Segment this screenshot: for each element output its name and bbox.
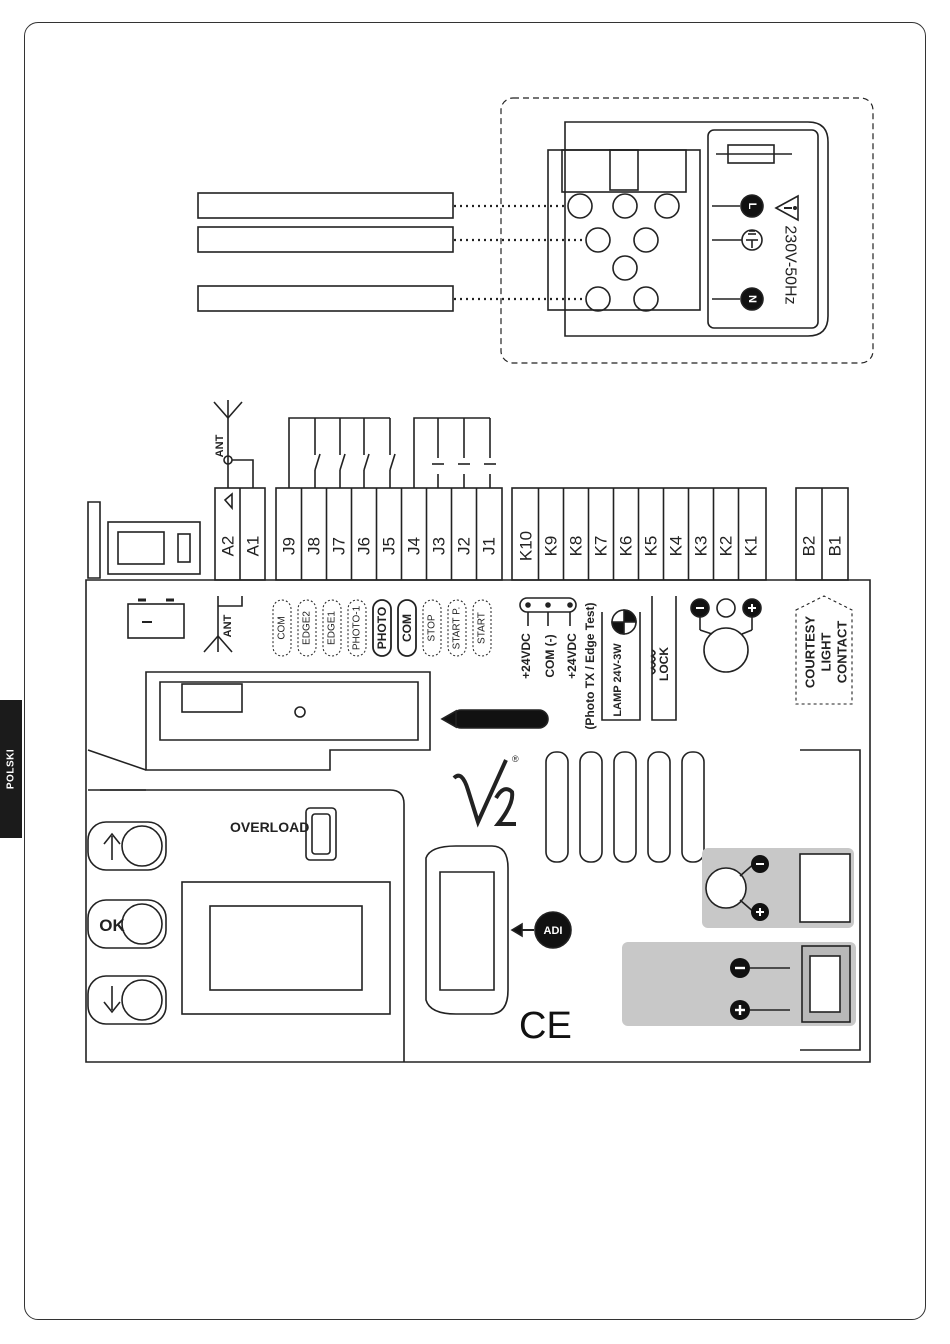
screw-spare-bottom [634, 287, 658, 311]
terminal-j6: J6 [355, 537, 374, 555]
input-label: START [477, 612, 488, 644]
input-label: PHOTO-1 [352, 605, 363, 650]
power-outputs [520, 598, 576, 626]
courtesy-label-3: CONTACT [835, 621, 850, 684]
terminal-b2: B2 [800, 536, 819, 557]
ok-button-label: OK [99, 916, 125, 935]
battery-icon [128, 604, 184, 638]
terminal-clip [562, 150, 686, 192]
phase-label: L [746, 203, 758, 210]
neutral-label: N [746, 295, 758, 303]
terminal-k9: K9 [542, 536, 561, 557]
button-up[interactable] [88, 822, 166, 870]
terminal-j4: J4 [405, 537, 424, 555]
terminal-k10: K10 [517, 531, 536, 561]
antenna-board-label: ANT [222, 614, 234, 637]
terminal-b1: B1 [826, 536, 845, 557]
wire-label-box-earth [198, 227, 453, 252]
courtesy-label-2: LIGHT [819, 632, 834, 671]
battery-input-panel [622, 942, 856, 1026]
flashing-light-panel [702, 848, 854, 928]
terminal-clip-tab [610, 150, 638, 190]
terminal-block [548, 150, 700, 310]
lcd-display [182, 882, 390, 1014]
mains-voltage-label: 230V-50Hz [782, 225, 799, 304]
logo-registered-mark: ® [512, 754, 519, 764]
input-label: EDGE2 [302, 611, 313, 645]
lamp-label: LAMP 24V-3W [612, 643, 624, 717]
wire-label-box-neutral [198, 286, 453, 311]
button-down[interactable] [88, 976, 166, 1024]
adi-connector [426, 846, 508, 1014]
screw-earth [586, 228, 610, 252]
terminal-a1: A1 [244, 536, 263, 557]
terminal-k4: K4 [667, 536, 686, 557]
wire-label-box-phase [198, 193, 453, 218]
screw-earth-top [613, 194, 637, 218]
input-label-pills: COM EDGE2 EDGE1 PHOTO-1 PHOTO COM STOP START P.… [273, 600, 491, 656]
motor-icon [704, 628, 748, 672]
input-label: START P. [452, 607, 463, 650]
screw-neutral [586, 287, 610, 311]
power-label-com: COM (-) [543, 634, 557, 677]
terminal-k8: K8 [567, 536, 586, 557]
terminal-k7: K7 [592, 536, 611, 557]
terminal-k6: K6 [617, 536, 636, 557]
power-label-24vdc-test: +24VDC [565, 633, 579, 679]
input-label: PHOTO [375, 607, 389, 649]
screw-spare-mid [634, 228, 658, 252]
terminal-j3: J3 [430, 537, 449, 555]
input-contacts-wiring [289, 418, 496, 488]
terminal-j2: J2 [455, 537, 474, 555]
adi-label: ADI [544, 925, 563, 937]
receiver-slot [88, 672, 430, 790]
input-label: COM [400, 614, 414, 642]
overload-led [306, 808, 336, 860]
board-antenna: ANT [204, 596, 242, 652]
terminal-labels: A2 A1 J9 J8 J7 J6 J5 J4 J3 J2 J1 K10 K9 K8 K7 K6 K5 K4 K3 K… [219, 488, 845, 580]
screw-spare-top [655, 194, 679, 218]
antenna-top-label: ANT [214, 434, 226, 457]
terminal-j1: J1 [480, 537, 499, 555]
ce-mark: CE [519, 1005, 572, 1047]
terminal-k3: K3 [692, 536, 711, 557]
screw-phase [568, 194, 592, 218]
lock-label: LOCK [657, 647, 671, 681]
input-label: STOP [427, 614, 438, 641]
battery-connector [108, 522, 200, 574]
warning-triangle-icon [776, 196, 798, 220]
earth-icon [742, 230, 762, 250]
screw-earth-bottom [613, 256, 637, 280]
antenna-top: ANT [214, 400, 253, 488]
terminal-block-j [276, 488, 502, 580]
terminal-j5: J5 [380, 537, 399, 555]
terminal-j9: J9 [280, 537, 299, 555]
mains-connector-section: L N 230V-50Hz [198, 98, 873, 363]
input-label: EDGE1 [327, 611, 338, 645]
terminal-k2: K2 [717, 536, 736, 557]
terminal-a2: A2 [219, 536, 238, 557]
heatsink [546, 752, 704, 862]
terminal-k5: K5 [642, 536, 661, 557]
terminal-j7: J7 [330, 537, 349, 555]
motor-output [691, 599, 761, 672]
courtesy-label-1: COURTESY [803, 616, 818, 689]
input-label: COM [277, 616, 288, 639]
terminal-k1: K1 [742, 536, 761, 557]
overload-label: OVERLOAD [230, 819, 309, 835]
terminal-j8: J8 [305, 537, 324, 555]
power-label-photo-edge: (Photo TX / Edge Test) [583, 602, 597, 729]
insert-receiver-arrow-icon [442, 710, 548, 728]
v2-logo [454, 760, 516, 824]
power-label-24vdc: +24VDC [519, 633, 533, 679]
